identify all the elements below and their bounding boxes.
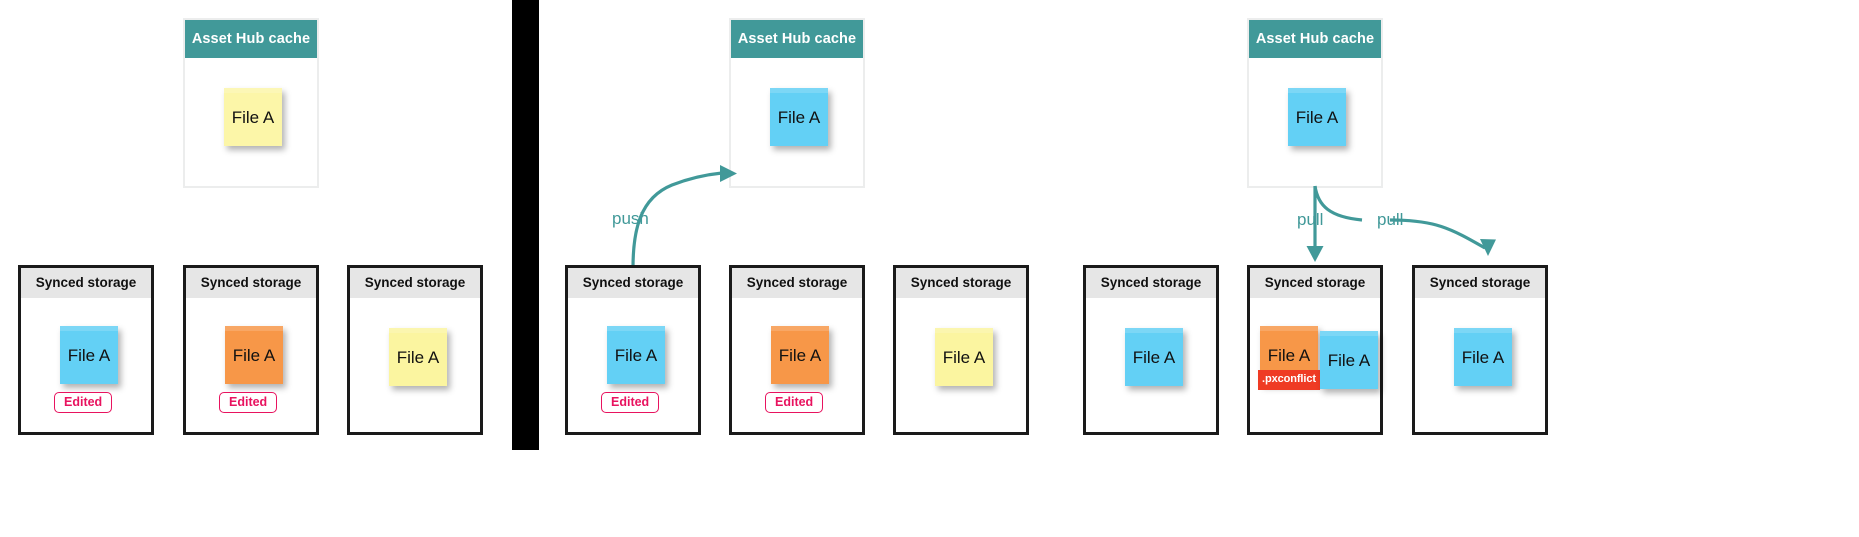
push-arrow [631, 165, 737, 269]
synced-storage-body: File A [1086, 298, 1216, 432]
synced-storage-body: File A Edited [186, 298, 316, 432]
synced-storage-body: File A Edited [21, 298, 151, 432]
synced-storage-box: Synced storage File A .pxconflict File A [1247, 265, 1383, 435]
file-note-yellow[interactable]: File A [389, 328, 447, 386]
panel-divider [512, 0, 539, 450]
pull-arrow-label: pull [1297, 210, 1324, 229]
synced-storage-box: Synced storage File A [1412, 265, 1548, 435]
asset-hub-cache-body: File A [185, 58, 317, 186]
asset-hub-cache-card: Asset Hub cache File A [183, 18, 319, 188]
synced-storage-body: File A [1415, 298, 1545, 432]
file-note-blue[interactable]: File A [1288, 88, 1346, 146]
synced-storage-box: Synced storage File A [893, 265, 1029, 435]
synced-storage-title: Synced storage [1086, 268, 1216, 298]
synced-storage-title: Synced storage [350, 268, 480, 298]
synced-storage-title: Synced storage [21, 268, 151, 298]
synced-storage-title: Synced storage [1415, 268, 1545, 298]
synced-storage-title: Synced storage [568, 268, 698, 298]
file-note-blue[interactable]: File A [1125, 328, 1183, 386]
synced-storage-box: Synced storage File A [1083, 265, 1219, 435]
synced-storage-box: Synced storage File A Edited [565, 265, 701, 435]
file-note-orange[interactable]: File A [771, 326, 829, 384]
synced-storage-title: Synced storage [732, 268, 862, 298]
synced-storage-box: Synced storage File A Edited [183, 265, 319, 435]
file-note-blue[interactable]: File A [60, 326, 118, 384]
synced-storage-title: Synced storage [896, 268, 1026, 298]
status-badge-edited: Edited [54, 392, 113, 414]
file-note-blue[interactable]: File A [607, 326, 665, 384]
status-badge-edited: Edited [219, 392, 278, 414]
file-note-yellow[interactable]: File A [935, 328, 993, 386]
status-badge-pxconflict: .pxconflict [1258, 370, 1320, 390]
pull-arrow-down [1306, 186, 1324, 262]
asset-hub-cache-body: File A [1249, 58, 1381, 186]
pull-arrow-curved [1313, 185, 1496, 256]
synced-storage-title: Synced storage [1250, 268, 1380, 298]
file-note-blue[interactable]: File A [1454, 328, 1512, 386]
file-note-yellow[interactable]: File A [224, 88, 282, 146]
status-badge-edited: Edited [601, 392, 660, 414]
synced-storage-body: File A [350, 298, 480, 432]
synced-storage-box: Synced storage File A Edited [729, 265, 865, 435]
status-badge-edited: Edited [765, 392, 824, 414]
synced-storage-box: Synced storage File A Edited [18, 265, 154, 435]
pull-arrow-label: pull [1377, 210, 1404, 229]
asset-hub-cache-title: Asset Hub cache [1249, 20, 1381, 58]
asset-hub-cache-card: Asset Hub cache File A [1247, 18, 1383, 188]
synced-storage-body: File A Edited [568, 298, 698, 432]
asset-hub-cache-card: Asset Hub cache File A [729, 18, 865, 188]
synced-storage-body: File A .pxconflict File A [1250, 298, 1380, 432]
file-note-blue[interactable]: File A [1320, 331, 1378, 389]
asset-hub-cache-title: Asset Hub cache [731, 20, 863, 58]
asset-hub-cache-body: File A [731, 58, 863, 186]
file-note-blue[interactable]: File A [770, 88, 828, 146]
asset-hub-cache-title: Asset Hub cache [185, 20, 317, 58]
synced-storage-body: File A [896, 298, 1026, 432]
push-arrow-label: push [612, 209, 649, 228]
file-note-orange[interactable]: File A [225, 326, 283, 384]
synced-storage-title: Synced storage [186, 268, 316, 298]
synced-storage-body: File A Edited [732, 298, 862, 432]
synced-storage-box: Synced storage File A [347, 265, 483, 435]
